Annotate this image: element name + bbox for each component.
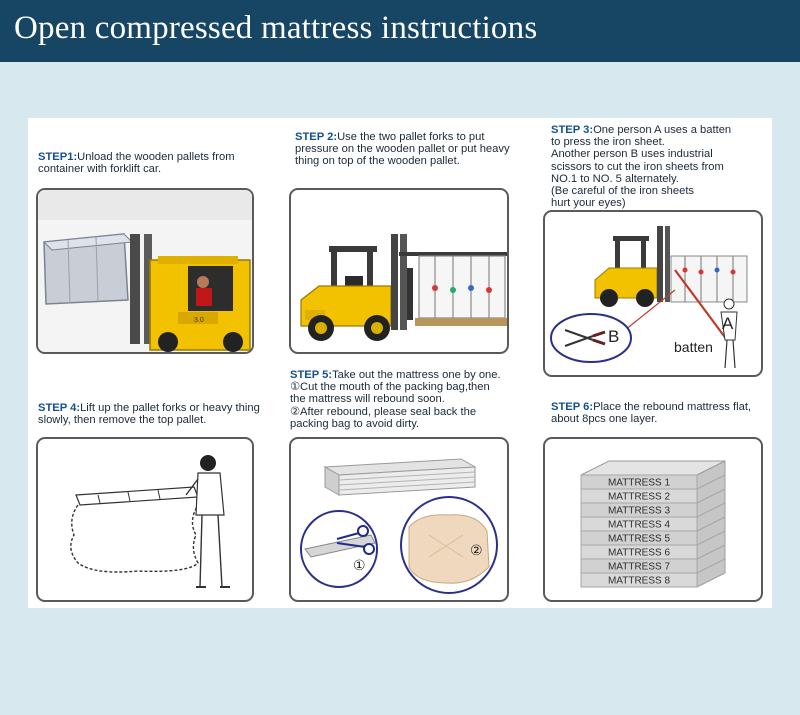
step-4-label: STEP 4:: [38, 402, 81, 414]
mattress-layer-label: MATTRESS 4: [608, 520, 670, 531]
mattress-layer: [580, 572, 698, 588]
step-6-caption: STEP 6:Place the rebound mattress flat, …: [551, 401, 771, 425]
step-4-illustration: [36, 437, 254, 602]
mattress-layer-label: MATTRESS 5: [608, 534, 670, 545]
step-3-line-5: NO.1 to NO. 5 alternately.: [551, 172, 679, 185]
step-5-marker-1: ①: [353, 557, 366, 573]
mattress-layer-label: MATTRESS 1: [608, 478, 670, 489]
step-1-caption: STEP1:Unload the wooden pallets from con…: [38, 151, 263, 175]
step-1-text: Unload the wooden pallets from container…: [38, 151, 235, 176]
svg-text:3.0: 3.0: [194, 317, 204, 324]
unpacking-mattress-image: [300, 458, 498, 594]
step-2-illustration: [289, 188, 509, 354]
step-3-line-3: Another person B uses industrial: [551, 148, 713, 161]
mattress-layer-label: MATTRESS 6: [608, 548, 670, 559]
step-3-label-b: B: [608, 327, 620, 346]
forklift-unloading-image: 3.0: [38, 190, 252, 352]
step-3-batten-label: batten: [674, 339, 713, 355]
step-5-illustration: [289, 437, 509, 602]
mattress-layer-label: MATTRESS 7: [608, 562, 670, 573]
step-2-label: STEP 2:: [295, 131, 338, 143]
mattress-layer-edge: [696, 502, 726, 518]
mattress-layer-label: MATTRESS 3: [608, 506, 670, 517]
step-3-line-4: scissors to cut the iron sheets from: [551, 160, 724, 173]
step-3-label: STEP 3:: [551, 124, 594, 136]
step-5-marker-2: ②: [470, 542, 483, 558]
step-5-line-3: the mattress will rebound soon.: [290, 393, 445, 406]
step-3-line-1: STEP 3:One person A uses a batten: [551, 124, 732, 136]
step-5-line-4: ②After rebound, please seal back the: [290, 405, 477, 418]
step-3-label-a: A: [722, 314, 734, 333]
step-5-line-5: packing bag to avoid dirty.: [290, 417, 420, 430]
mattress-layer-label: MATTRESS 2: [608, 492, 670, 503]
step-2-caption: STEP 2:Use the two pallet forks to put p…: [295, 131, 515, 168]
step-3-caption: STEP 3:One person A uses a batten to pre…: [551, 124, 771, 209]
mattress-layer-edge: [696, 474, 726, 490]
forklift-pressing-pallet-image: [300, 234, 507, 341]
title-banner: Open compressed mattress instructions: [0, 0, 800, 62]
step-6-text: Place the rebound mattress flat, about 8…: [551, 401, 752, 426]
step-5-label: STEP 5:: [290, 369, 333, 381]
step-3-line-6: (Be careful of the iron sheets: [551, 185, 695, 198]
step-3-line-7: hurt your eyes): [551, 197, 626, 210]
mattress-layer-edge: [696, 530, 726, 546]
step-6-label: STEP 6:: [551, 401, 594, 413]
mattress-layer-edge: [696, 572, 726, 588]
step-4-caption: STEP 4:Lift up the pallet forks or heavy…: [38, 402, 263, 426]
step-1-label: STEP1:: [38, 151, 78, 163]
step-5-line-1: STEP 5:Take out the mattress one by one.: [290, 369, 501, 381]
mattress-layer-edge: [696, 488, 726, 504]
cutting-iron-sheets-image: [550, 226, 748, 369]
mattress-layer-edge: [696, 544, 726, 560]
step-3-illustration: [543, 210, 763, 377]
step-5-caption: STEP 5:Take out the mattress one by one.…: [290, 369, 515, 430]
mattress-layer-edge: [696, 516, 726, 532]
step-6-illustration: MATTRESS 1 MATTRESS 2 MATTRESS 3 MATTRESS 4…: [543, 437, 763, 602]
step-3-line-2: to press the iron sheet.: [551, 136, 665, 149]
step-1-illustration: 3.0: [36, 188, 254, 354]
step-4-text: Lift up the pallet forks or heavy thing …: [38, 402, 260, 427]
step-2-text: Use the two pallet forks to put pressure…: [295, 131, 510, 168]
page-title: Open compressed mattress instructions: [14, 10, 538, 46]
mattress-layer-label: MATTRESS 8: [608, 576, 670, 587]
step-5-line-2: ①Cut the mouth of the packing bag,then: [290, 381, 490, 394]
removing-pallet-image: [70, 455, 230, 588]
mattress-layer-edge: [696, 558, 726, 574]
mattress-stack-image: MATTRESS 1 MATTRESS 2 MATTRESS 3 MATTRESS 4…: [580, 460, 726, 588]
